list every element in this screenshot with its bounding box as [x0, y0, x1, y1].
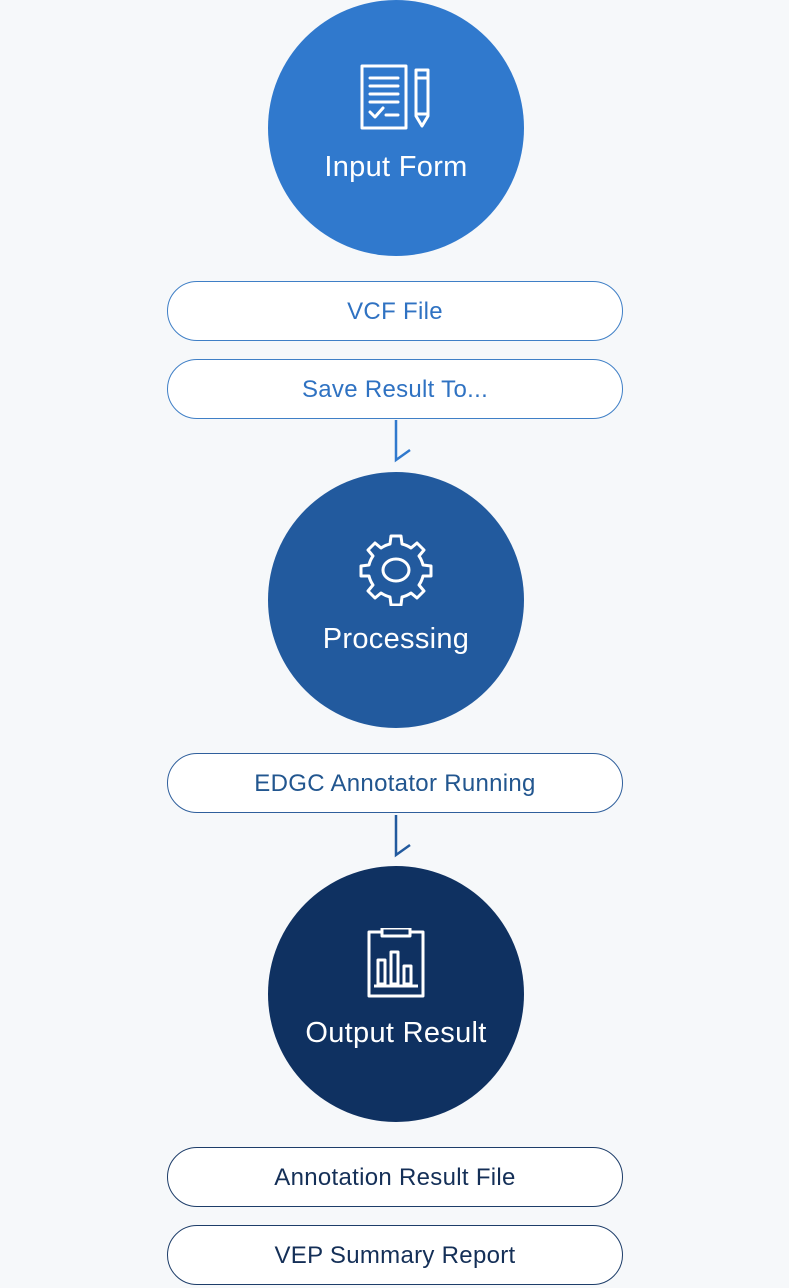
step-processing: Processing: [268, 472, 524, 728]
item-vep-summary-report: VEP Summary Report: [167, 1225, 623, 1285]
gear-icon: [359, 534, 433, 606]
item-vcf-file: VCF File: [167, 281, 623, 341]
step-output-result: Output Result: [268, 866, 524, 1122]
step-title: Processing: [322, 623, 470, 655]
step-input-form: Input Form: [268, 0, 524, 256]
document-pencil-icon: [360, 64, 430, 130]
connector-arrow-1: [394, 420, 411, 463]
step-title: Output Result: [305, 1017, 487, 1049]
item-annotation-result-file: Annotation Result File: [167, 1147, 623, 1207]
clipboard-chart-icon: [367, 928, 425, 998]
connector-arrow-2: [394, 815, 411, 858]
item-edgc-annotator-running: EDGC Annotator Running: [167, 753, 623, 813]
step-title: Input Form: [324, 151, 468, 183]
item-save-result-to: Save Result To...: [167, 359, 623, 419]
